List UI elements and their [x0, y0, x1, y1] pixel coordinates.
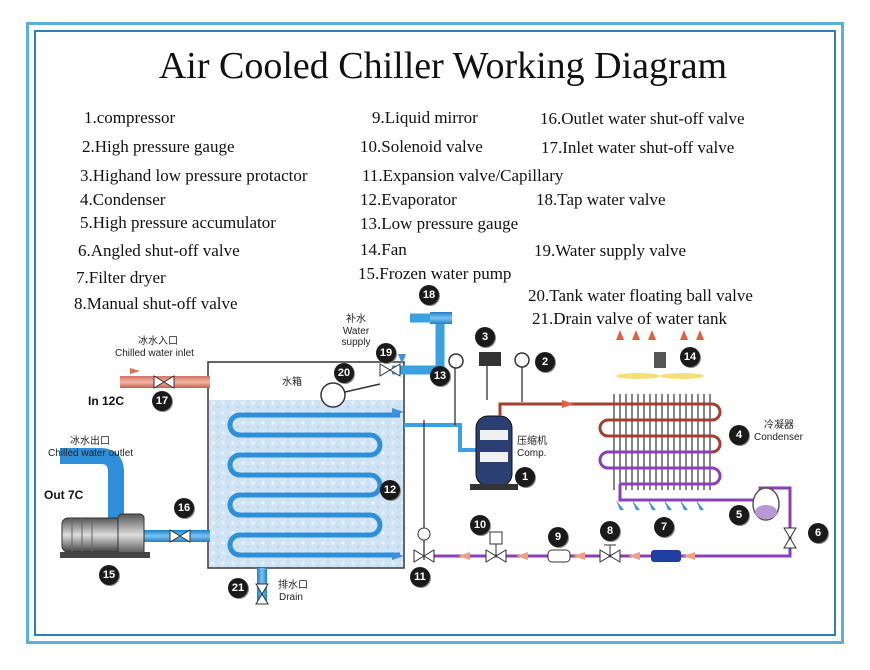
legend-item-filter-dryer: 7.Filter dryer: [76, 268, 166, 287]
compressor-cn-label: 压缩机: [517, 436, 547, 447]
badge-5: 5: [729, 505, 749, 525]
drain-valve: [255, 583, 269, 605]
water-tank: [207, 361, 405, 569]
legend-item-expansion-valve: 11.Expansion valve/Capillary: [362, 166, 564, 185]
legend-item-tap-valve: 18.Tap water valve: [536, 190, 666, 209]
badge-3: 3: [475, 327, 495, 347]
legend-item-compressor: 1.compressor: [84, 108, 176, 127]
badge-21: 21: [228, 578, 248, 598]
low-pressure-gauge: [448, 353, 464, 369]
badge-19: 19: [376, 343, 396, 363]
legend-item-high-pressure-gauge: 2.High pressure gauge: [82, 137, 235, 156]
badge-4: 4: [729, 425, 749, 445]
tank-label: 水箱: [282, 377, 302, 388]
high-pressure-gauge: [514, 352, 530, 368]
diagram-title: Air Cooled Chiller Working Diagram: [158, 45, 728, 87]
water-supply-valve: [379, 363, 401, 377]
badge-12: 12: [380, 480, 400, 500]
badge-9: 9: [548, 527, 568, 547]
compressor: [470, 415, 518, 490]
drain-label: Drain: [279, 592, 303, 603]
expansion-valve: [413, 527, 435, 563]
outlet-shutoff-valve: [169, 529, 191, 543]
manual-valve: [599, 544, 621, 563]
inner-frame: [34, 30, 836, 636]
inlet-temp-label: In 12C: [88, 394, 125, 408]
badge-17: 17: [152, 391, 172, 411]
badge-14: 14: [680, 347, 700, 367]
suction-line: [404, 423, 478, 452]
condenser: [598, 394, 722, 490]
badge-2: 2: [535, 352, 555, 372]
badge-13: 13: [430, 366, 450, 386]
outlet-pipe: [60, 448, 124, 524]
compressor-label: Comp.: [517, 448, 547, 459]
legend-item-solenoid-valve: 10.Solenoid valve: [360, 137, 483, 156]
water-supply-cn-label: 补水: [346, 314, 366, 325]
legend-item-accumulator: 5.High pressure accumulator: [80, 213, 276, 232]
solenoid-valve: [485, 531, 507, 563]
badge-7: 7: [654, 517, 674, 537]
pressure-protector: [479, 352, 501, 366]
legend-item-evaporator: 12.Evaporator: [360, 190, 457, 209]
legend-item-liquid-mirror: 9.Liquid mirror: [372, 108, 478, 127]
legend-item-water-pump: 15.Frozen water pump: [358, 264, 512, 283]
legend-item-float-valve: 20.Tank water floating ball valve: [528, 286, 753, 305]
legend-item-drain-valve: 21.Drain valve of water tank: [532, 309, 727, 328]
flow-arrows: [130, 330, 704, 560]
chilled-inlet-label: Chilled water inlet: [115, 348, 194, 359]
legend-item-outlet-valve: 16.Outlet water shut-off valve: [540, 109, 745, 128]
legend-item-inlet-valve: 17.Inlet water shut-off valve: [541, 138, 735, 157]
filter-dryer: [651, 550, 681, 562]
legend-item-pressure-protector: 3.Highand low pressure protactor: [80, 166, 308, 185]
badge-10: 10: [470, 515, 490, 535]
badge-11: 11: [410, 567, 430, 587]
badge-18: 18: [419, 285, 439, 305]
badge-1: 1: [515, 467, 535, 487]
outlet-temp-label: Out 7C: [44, 488, 84, 502]
legend-item-condenser: 4.Condenser: [80, 190, 166, 209]
badge-20: 20: [334, 363, 354, 383]
tap-water-pipe: [392, 313, 445, 375]
condenser-cn-label: 冷凝器: [764, 420, 794, 431]
angled-valve: [783, 527, 797, 549]
drain-cn-label: 排水口: [278, 580, 308, 591]
chilled-inlet-cn-label: 冰水入口: [138, 336, 178, 347]
liquid-line: [432, 484, 792, 558]
legend-item-low-pressure-gauge: 13.Low pressure gauge: [360, 214, 519, 233]
float-ball: [320, 382, 346, 408]
legend-item-supply-valve: 19.Water supply valve: [534, 241, 687, 260]
legend-item-angled-valve: 6.Angled shut-off valve: [78, 241, 240, 260]
inlet-shutoff-valve: [153, 375, 175, 389]
discharge-line: [498, 402, 610, 416]
water-pump: [60, 513, 150, 558]
chilled-outlet-cn-label: 冰水出口: [70, 436, 110, 447]
accumulator: [752, 487, 780, 521]
water-supply-label: Water supply: [341, 326, 371, 348]
badge-6: 6: [808, 523, 828, 543]
badge-16: 16: [174, 498, 194, 518]
badge-8: 8: [600, 521, 620, 541]
badge-15: 15: [99, 565, 119, 585]
legend-item-manual-valve: 8.Manual shut-off valve: [74, 294, 238, 313]
liquid-mirror: [547, 549, 571, 563]
condenser-label: Condenser: [754, 432, 803, 443]
outer-frame: [26, 22, 844, 644]
fan: [616, 352, 704, 379]
legend-item-fan: 14.Fan: [360, 240, 407, 259]
chilled-outlet-label: Chilled water outlet: [48, 448, 134, 459]
